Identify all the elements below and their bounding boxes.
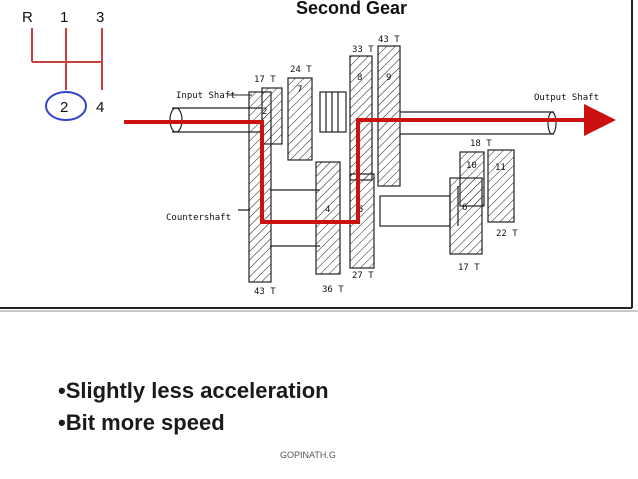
gear-number-9: 9 [386,73,391,83]
input-shaft-label: Input Shaft [176,91,236,101]
gear-11 [487,149,515,223]
gear-number-10: 10 [466,161,477,171]
gear-number-labels: 2 7 8 9 4 5 6 10 11 [262,73,506,215]
gear-number-7: 7 [297,85,302,95]
input-shaft [172,107,262,133]
gear-9 [377,45,401,187]
teeth-24: 24 T [290,65,312,75]
teeth-17-input: 17 T [254,75,276,85]
bullet-speed: •Bit more speed [58,410,225,435]
teeth-33: 33 T [352,45,374,55]
teeth-17-reverse: 17 T [458,263,480,273]
gear-3 [287,77,313,161]
shift-3-label: 3 [96,9,104,26]
shift-pattern: R 1 3 2 4 [22,9,104,121]
footer-author: GOPINATH.G [280,450,336,460]
shift-1-label: 1 [60,9,68,26]
gear-number-4: 4 [325,205,330,215]
countershaft-line [238,189,320,247]
gear-6 [449,177,483,255]
gear-2 [261,87,283,145]
output-shaft [400,111,554,135]
bullet-list: •Slightly less acceleration •Bit more sp… [58,375,329,439]
gear-number-6: 6 [462,203,467,213]
power-flow-path [124,104,616,224]
shift-r-label: R [22,9,33,26]
bullet-acceleration: •Slightly less acceleration [58,378,329,403]
gears [248,45,515,283]
teeth-27: 27 T [352,271,374,281]
teeth-43-top: 43 T [378,35,400,45]
teeth-36: 36 T [322,285,344,295]
gear-number-8: 8 [357,73,362,83]
shift-4-label: 4 [96,99,104,116]
selected-gear-circle [45,91,87,121]
gear-number-2: 2 [262,107,267,117]
synchro-hub [319,91,347,133]
output-shaft-label: Output Shaft [534,93,599,103]
shift-2-label: 2 [60,99,68,116]
tooth-labels: 17 T 24 T 33 T 43 T 18 T 22 T 17 T 27 T … [254,35,518,297]
teeth-18: 18 T [470,139,492,149]
gear-4 [315,161,341,275]
countershaft-label: Countershaft [166,213,231,223]
diagram-title: Second Gear [296,0,407,18]
teeth-43-bottom: 43 T [254,287,276,297]
gear-number-5: 5 [358,205,363,215]
teeth-22: 22 T [496,229,518,239]
gear-number-11: 11 [495,163,506,173]
